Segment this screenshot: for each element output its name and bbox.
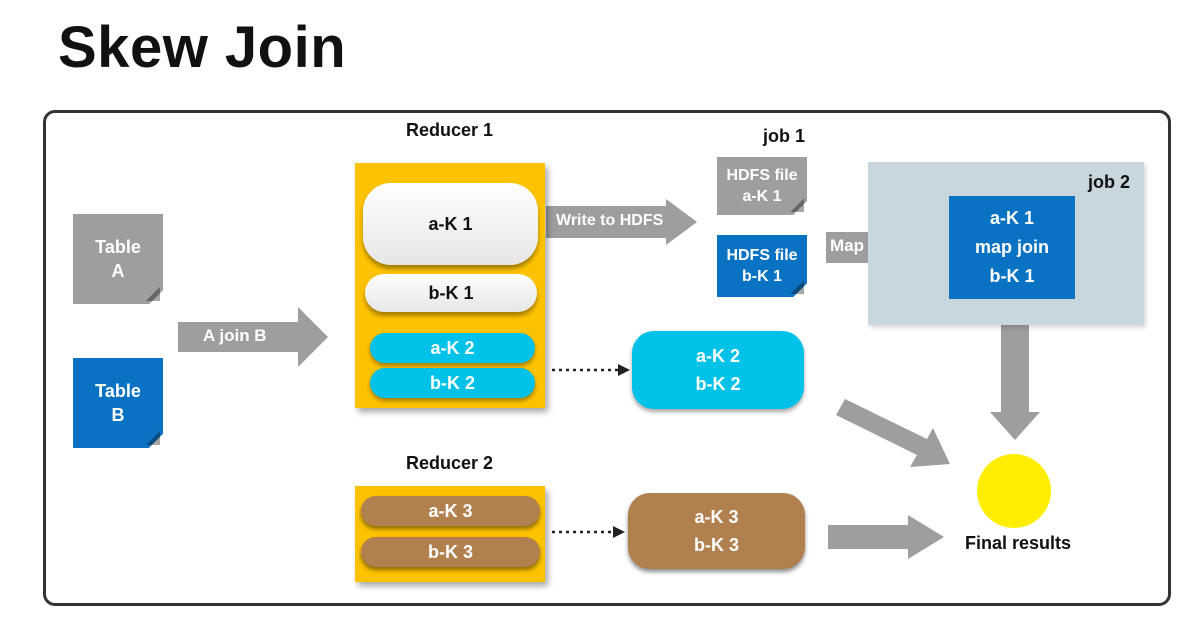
page-fold-icon [149, 290, 163, 304]
table-a-label: Table A [95, 237, 141, 281]
hdfs-file-a-k1: HDFS file a-K 1 [717, 157, 807, 215]
reducer-2-item-a-k3: a-K 3 [361, 496, 540, 526]
arrow-k3-final [828, 515, 944, 559]
reducer-1-label: Reducer 1 [406, 120, 494, 140]
reducer-2-item-b-k3: b-K 3 [361, 537, 540, 567]
a-join-b-label: A join B [203, 326, 267, 345]
hdfs-file-b-k1: HDFS file b-K 1 [717, 235, 807, 297]
final-results-circle [977, 454, 1051, 528]
output-k3-block: a-K 3 b-K 3 [628, 493, 805, 569]
table-b-block: Table B [73, 358, 163, 448]
page-title: Skew Join [58, 15, 347, 80]
reducer-1-item-a-k1: a-K 1 [363, 183, 538, 265]
arrow-a-join-b [178, 307, 328, 367]
arrow-k2-final [836, 399, 950, 467]
job-1-label: job 1 [763, 126, 806, 146]
reducer-1-item-b-k2: b-K 2 [370, 368, 535, 398]
page-fold-icon [793, 201, 807, 215]
map-join-box: a-K 1 map join b-K 1 [949, 196, 1075, 299]
reducer-2-label: Reducer 2 [406, 453, 494, 473]
arrow-write-hdfs [546, 199, 697, 245]
hdfs-file-b-k1-label: HDFS file b-K 1 [726, 247, 798, 285]
final-results-label: Final results [965, 533, 1072, 553]
write-hdfs-label: Write to HDFS [556, 212, 664, 229]
arrow-job2-down [990, 325, 1040, 440]
page-fold-icon [793, 283, 807, 297]
table-a-block: Table A [73, 214, 163, 304]
output-k2-block: a-K 2 b-K 2 [632, 331, 804, 409]
hdfs-file-a-k1-label: HDFS file a-K 1 [726, 167, 798, 205]
diagram-frame [43, 110, 1171, 606]
reducer-1-item-b-k1: b-K 1 [365, 274, 537, 312]
page-fold-icon [149, 434, 163, 448]
table-b-label: Table B [95, 381, 141, 425]
job-2-label: job 2 [1088, 172, 1131, 192]
reducer-1-item-a-k2: a-K 2 [370, 333, 535, 363]
